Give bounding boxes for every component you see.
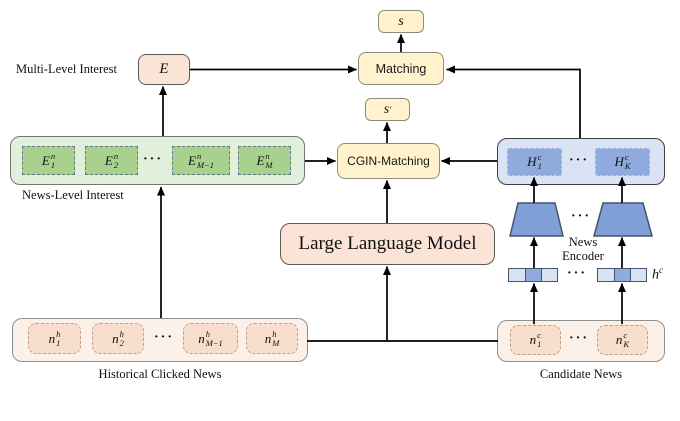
matching-label: Matching [375, 61, 427, 76]
bar-segment [613, 269, 631, 281]
symbol-base: n [198, 330, 205, 346]
symbol-sup: n [113, 150, 119, 161]
symbol-base: E [41, 152, 50, 168]
symbol-sup: n [196, 150, 202, 161]
ellipsis-news-interest: ··· [142, 152, 164, 168]
symbol-base: n [264, 330, 272, 346]
symbol-base: E [104, 152, 113, 168]
symbol-sub: 1 [50, 159, 56, 170]
cgin-matching-node: CGIN-Matching [337, 143, 440, 179]
llm-label: Large Language Model [298, 233, 477, 254]
symbol-base: H [614, 154, 624, 169]
symbol-sup: c [623, 330, 628, 341]
symbol-base: n [112, 330, 119, 346]
symbol-base: H [527, 154, 537, 169]
cgin-matching-label: CGIN-Matching [347, 154, 430, 168]
symbol-sup: n [50, 150, 56, 161]
ellipsis-candidate-news: ··· [568, 331, 590, 347]
symbol-sub: K [623, 339, 630, 349]
symbol-base: n [48, 330, 56, 346]
symbol-base: E [187, 152, 196, 168]
ellipsis-historical-news: ··· [153, 330, 175, 346]
candidate-embedding-bar-k [597, 268, 647, 282]
symbol-sup: h [56, 328, 61, 339]
symbol-sup: c [624, 152, 629, 163]
news-encoder-trapezoid-1 [509, 202, 564, 237]
symbol-sub: K [624, 161, 631, 171]
score-prime-symbol: s [383, 101, 390, 117]
hc-label: hc [652, 265, 663, 284]
score-node: s [378, 10, 424, 33]
symbol-base: E [256, 152, 265, 168]
arrow-hidden-to-matching [446, 65, 581, 138]
symbol-sup: c [659, 265, 663, 275]
symbol-sub: 1 [537, 161, 542, 171]
multi-level-embedding-symbol: E [159, 61, 169, 77]
ellipsis-candidate-hidden: ··· [568, 153, 590, 169]
bar-segment [598, 269, 614, 281]
symbol-base: n [529, 332, 537, 347]
llm-node: Large Language Model [280, 223, 495, 265]
symbol-sub: 2 [119, 337, 124, 348]
candidate-news-label: Candidate News [539, 367, 623, 381]
score-symbol: s [398, 13, 404, 29]
symbol-sub: 1 [56, 337, 61, 348]
symbol-sub: M [265, 159, 273, 170]
symbol-base: h [652, 267, 659, 283]
multi-level-embedding-node: E [138, 54, 190, 85]
news-encoder-trapezoid-k [593, 202, 653, 237]
ellipsis-embedding-bars: ··· [566, 266, 588, 282]
symbol-sup: c [537, 330, 541, 341]
bar-segment [524, 269, 542, 281]
bar-segment [630, 269, 646, 281]
score-prime-node: s′ [365, 98, 410, 121]
symbol-sup: c [537, 152, 542, 163]
news-encoder-label: News Encoder [548, 235, 618, 263]
score-prime-mark: ′ [389, 104, 392, 115]
symbol-sub: M−1 [205, 337, 223, 348]
news-encoder-label-line2: Encoder [562, 249, 604, 263]
symbol-sup: h [272, 328, 277, 339]
symbol-sup: h [119, 328, 124, 339]
symbol-sub: 2 [113, 159, 119, 170]
bar-segment [509, 269, 525, 281]
candidate-embedding-bar-1 [508, 268, 558, 282]
historical-clicked-news-label: Historical Clicked News [98, 367, 222, 381]
multi-level-interest-label: Multi-Level Interest [16, 62, 118, 76]
symbol-sub: M−1 [196, 159, 215, 170]
symbol-base: n [615, 332, 623, 347]
ellipsis-news-encoder: ··· [570, 209, 592, 225]
news-level-interest-label: News-Level Interest [22, 188, 124, 202]
symbol-sub: M [272, 337, 280, 348]
bar-segment [541, 269, 557, 281]
news-encoder-label-line1: News [568, 235, 598, 249]
symbol-sup: h [205, 328, 210, 339]
symbol-sub: 1 [537, 339, 542, 349]
matching-node: Matching [358, 52, 444, 85]
symbol-sup: n [265, 150, 270, 161]
